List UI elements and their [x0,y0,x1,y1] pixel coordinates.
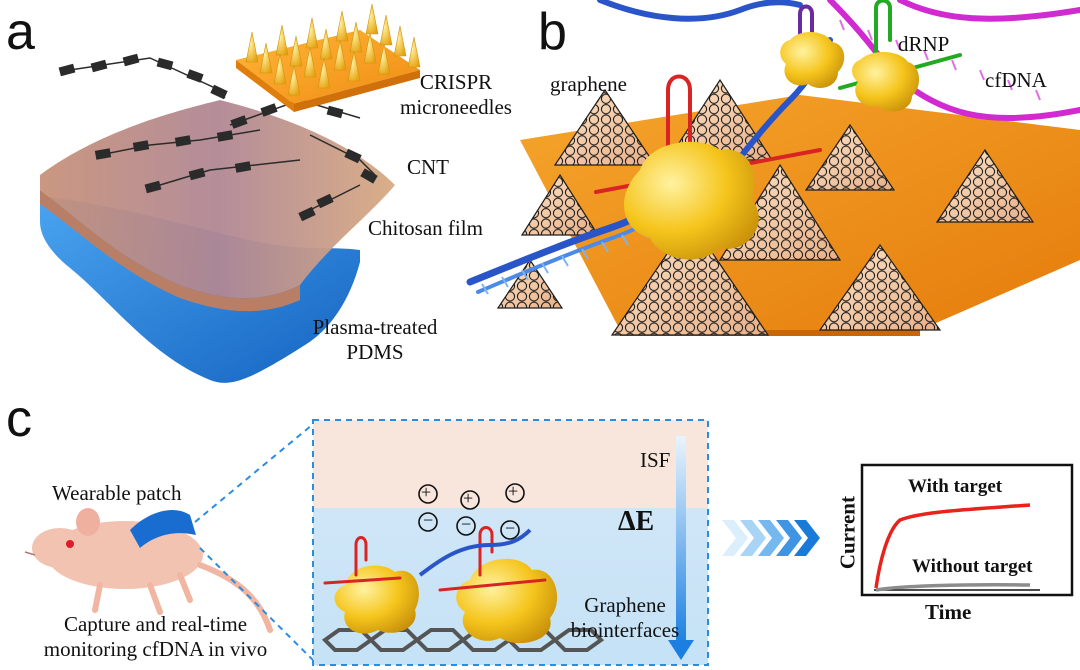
label-wearable-patch: Wearable patch [52,481,182,505]
chevron-icon [722,520,748,556]
crispr-microneedles [236,30,420,112]
plus-sign: + [421,482,432,502]
mouse-illustration [24,508,273,633]
chevron-icon [776,520,802,556]
graphene-pyramid [935,148,1035,223]
charge-symbols [418,483,525,540]
chart-xlabel: Time [925,600,972,624]
microneedle-cone [363,32,377,64]
microneedle-cone [349,21,363,53]
microneedle-cone [287,64,301,96]
annotation-without-target: Without target [912,556,1033,577]
series-with-target [874,503,1031,589]
plus-sign: + [508,481,519,501]
microneedle-cone [407,36,421,68]
zoom-lines [194,419,319,666]
microneedle-cone [333,39,347,71]
label-graphene-biointerfaces: Graphene biointerfaces [570,593,680,643]
microneedle-cone [379,14,393,46]
panel-b-illustration [466,0,1080,336]
microneedle-cone [275,24,289,56]
microneedle-cone [347,50,361,82]
chevron-icon [740,520,766,556]
label-plasma-pdms: Plasma-treated PDMS [312,315,438,365]
graphene-pyramid [818,243,942,331]
label-drnp: dRNP [898,32,950,56]
annotation-with-target: With target [908,476,1003,497]
box-rna [323,526,547,592]
minus-sign: − [505,518,516,538]
microneedle-cone [245,31,259,63]
microneedle-cone [377,43,391,75]
microneedle-cone [273,53,287,85]
microneedle-cone [305,17,319,49]
label-chitosan-film: Chitosan film [368,216,483,240]
wearable-patch [130,510,196,548]
microneedle-cone [319,28,333,60]
graphene-pyramid [804,123,896,191]
label-cfdna: cfDNA [985,68,1047,92]
microneedle-cones [245,3,421,96]
microneedle-cone [317,57,331,89]
box-dna [418,528,532,577]
current-time-chart [860,463,1074,597]
cnt-electrodes [58,53,378,222]
series-without-target [875,582,1031,592]
minus-sign: − [423,510,434,530]
label-capture-caption: Capture and real-time monitoring cfDNA i… [43,612,268,662]
panel-a-letter: a [6,3,35,61]
panel-c-letter: c [6,390,32,448]
chevron-icon [794,520,820,556]
graphene-pyramid [520,173,600,236]
cas-proteins [623,31,920,260]
plus-sign: + [463,488,474,508]
chevron-arrows [722,520,820,556]
microneedle-cone [365,3,379,35]
graphene-pyramids [496,78,1035,336]
minus-sign: − [461,514,472,534]
microneedle-cone [335,10,349,42]
microneedle-cone [393,25,407,57]
label-delta-e: ΔE [618,506,655,537]
graphene-pyramid [496,258,564,309]
label-graphene: graphene [550,72,627,96]
chevron-icon [758,520,784,556]
microneedle-cone [289,35,303,67]
label-cnt: CNT [407,155,449,179]
label-isf: ISF [640,448,671,472]
graphene-pyramid [610,218,770,336]
label-crispr-microneedles: CRISPR microneedles [400,70,512,120]
panel-b-letter: b [538,3,567,61]
graphene-pyramid [553,88,657,166]
dna-rungs [481,19,1041,295]
electric-field-arrow [668,436,694,660]
chart-ylabel: Current [835,496,860,570]
microneedle-cone [303,46,317,78]
microneedle-cone [259,42,273,74]
